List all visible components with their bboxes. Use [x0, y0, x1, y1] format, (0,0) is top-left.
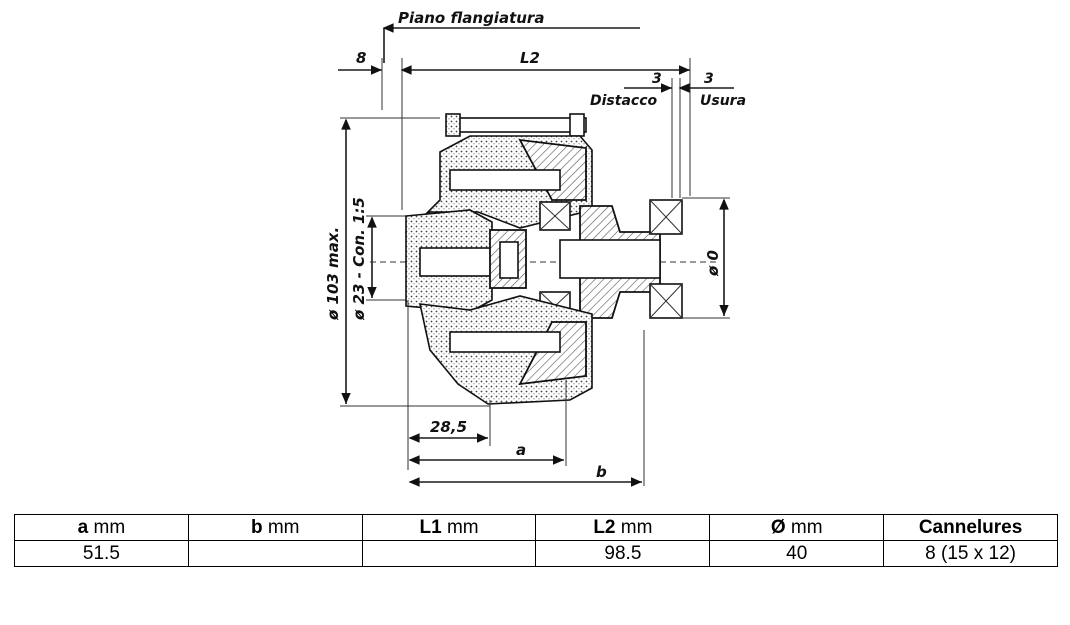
- technical-drawing: Piano flangiatura 8 L2 3 3 Distacco Usur…: [324, 9, 746, 487]
- dia-23-label: ø 23 - Con. 1:5: [350, 197, 368, 321]
- coupling-cross-section: [404, 113, 683, 405]
- cell-b: [187, 540, 363, 567]
- header-L1: L1 mm: [361, 514, 537, 541]
- cell-L2: 98.5: [535, 540, 711, 567]
- usura-label: Usura: [700, 93, 746, 109]
- header-diameter: Ø mm: [709, 514, 885, 541]
- header-a: a mm: [14, 514, 189, 541]
- flange-plane-callout: Piano flangiatura: [382, 9, 640, 63]
- cell-diameter: 40: [709, 540, 885, 567]
- flange-plane-label: Piano flangiatura: [398, 9, 544, 27]
- dia-103-label: ø 103 max.: [324, 227, 342, 321]
- bottom-dimensions: 28,5 a b: [407, 300, 645, 487]
- cell-L1: [361, 540, 537, 567]
- diameter-dimensions-left: ø 103 max. ø 23 - Con. 1:5: [324, 117, 720, 407]
- header-b: b mm: [187, 514, 363, 541]
- dim-a-label: a: [516, 441, 526, 459]
- dia-0-label: ø 0: [704, 250, 722, 277]
- dim-b-label: b: [596, 463, 607, 481]
- diameter-dimension-right: ø 0: [682, 197, 730, 319]
- dim-3-usura-label: 3: [704, 71, 714, 87]
- gap-dimensions: 3 3 Distacco Usura: [590, 71, 746, 198]
- table-row: 51.5 98.5 40 8 (15 x 12): [14, 540, 1058, 567]
- cell-cannelures: 8 (15 x 12): [883, 540, 1058, 567]
- dim-3-distacco-label: 3: [652, 71, 662, 87]
- dim-8-label: 8: [356, 49, 366, 67]
- cell-a: 51.5: [14, 540, 189, 567]
- table-header-row: a mm b mm L1 mm L2 mm Ø mm Cannelures: [14, 514, 1058, 541]
- dim-L2-label: L2: [520, 49, 540, 67]
- top-dimensions: 8 L2: [338, 49, 691, 210]
- distacco-label: Distacco: [590, 93, 657, 109]
- spec-table: a mm b mm L1 mm L2 mm Ø mm Cannelures 51…: [14, 514, 1058, 567]
- dim-28-5-label: 28,5: [430, 418, 467, 436]
- header-cannelures: Cannelures: [883, 514, 1058, 541]
- header-L2: L2 mm: [535, 514, 711, 541]
